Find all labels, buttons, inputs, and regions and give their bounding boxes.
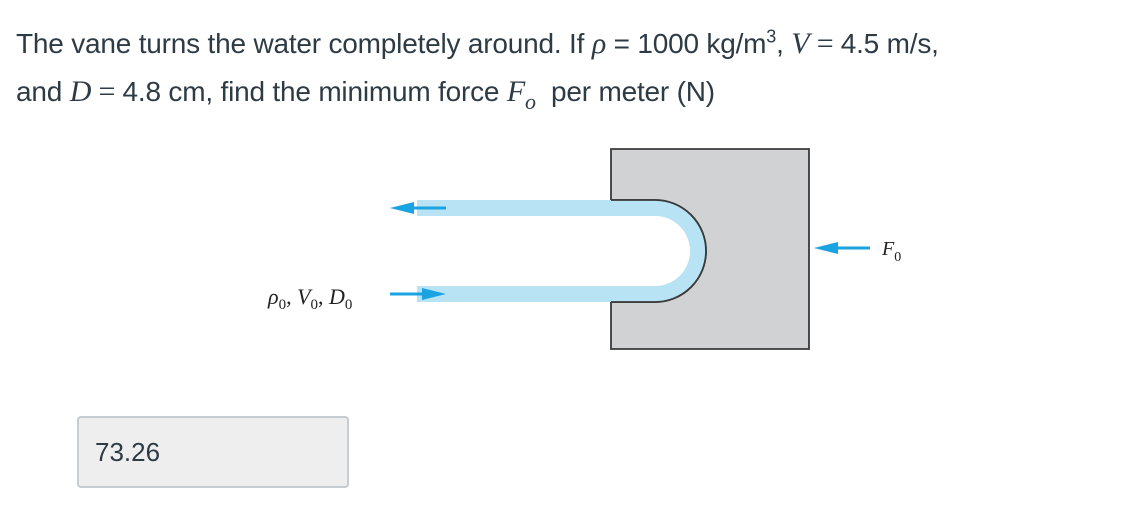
force-label: F0 — [881, 238, 901, 265]
force-arrow-icon — [814, 242, 870, 254]
inlet-label: ρ0, V0, D0 — [267, 284, 352, 313]
inlet-arrow-icon — [390, 288, 446, 300]
rho-symbol: ρ — [591, 27, 607, 60]
outlet-arrow-icon — [390, 202, 446, 214]
question-text: The vane turns the water completely arou… — [16, 20, 1126, 118]
force-symbol: F — [506, 75, 526, 108]
question-line-2: and D = 4.8 cm, find the minimum force F… — [16, 75, 715, 114]
answer-input[interactable]: 73.26 — [77, 416, 349, 488]
question-line-1: The vane turns the water completely arou… — [16, 26, 939, 60]
diameter-symbol: D — [69, 75, 92, 108]
vane-diagram: ρ0, V0, D0 F0 — [267, 148, 901, 350]
velocity-symbol: V — [791, 27, 810, 60]
water-jet — [417, 200, 706, 302]
vane-block — [610, 148, 810, 350]
